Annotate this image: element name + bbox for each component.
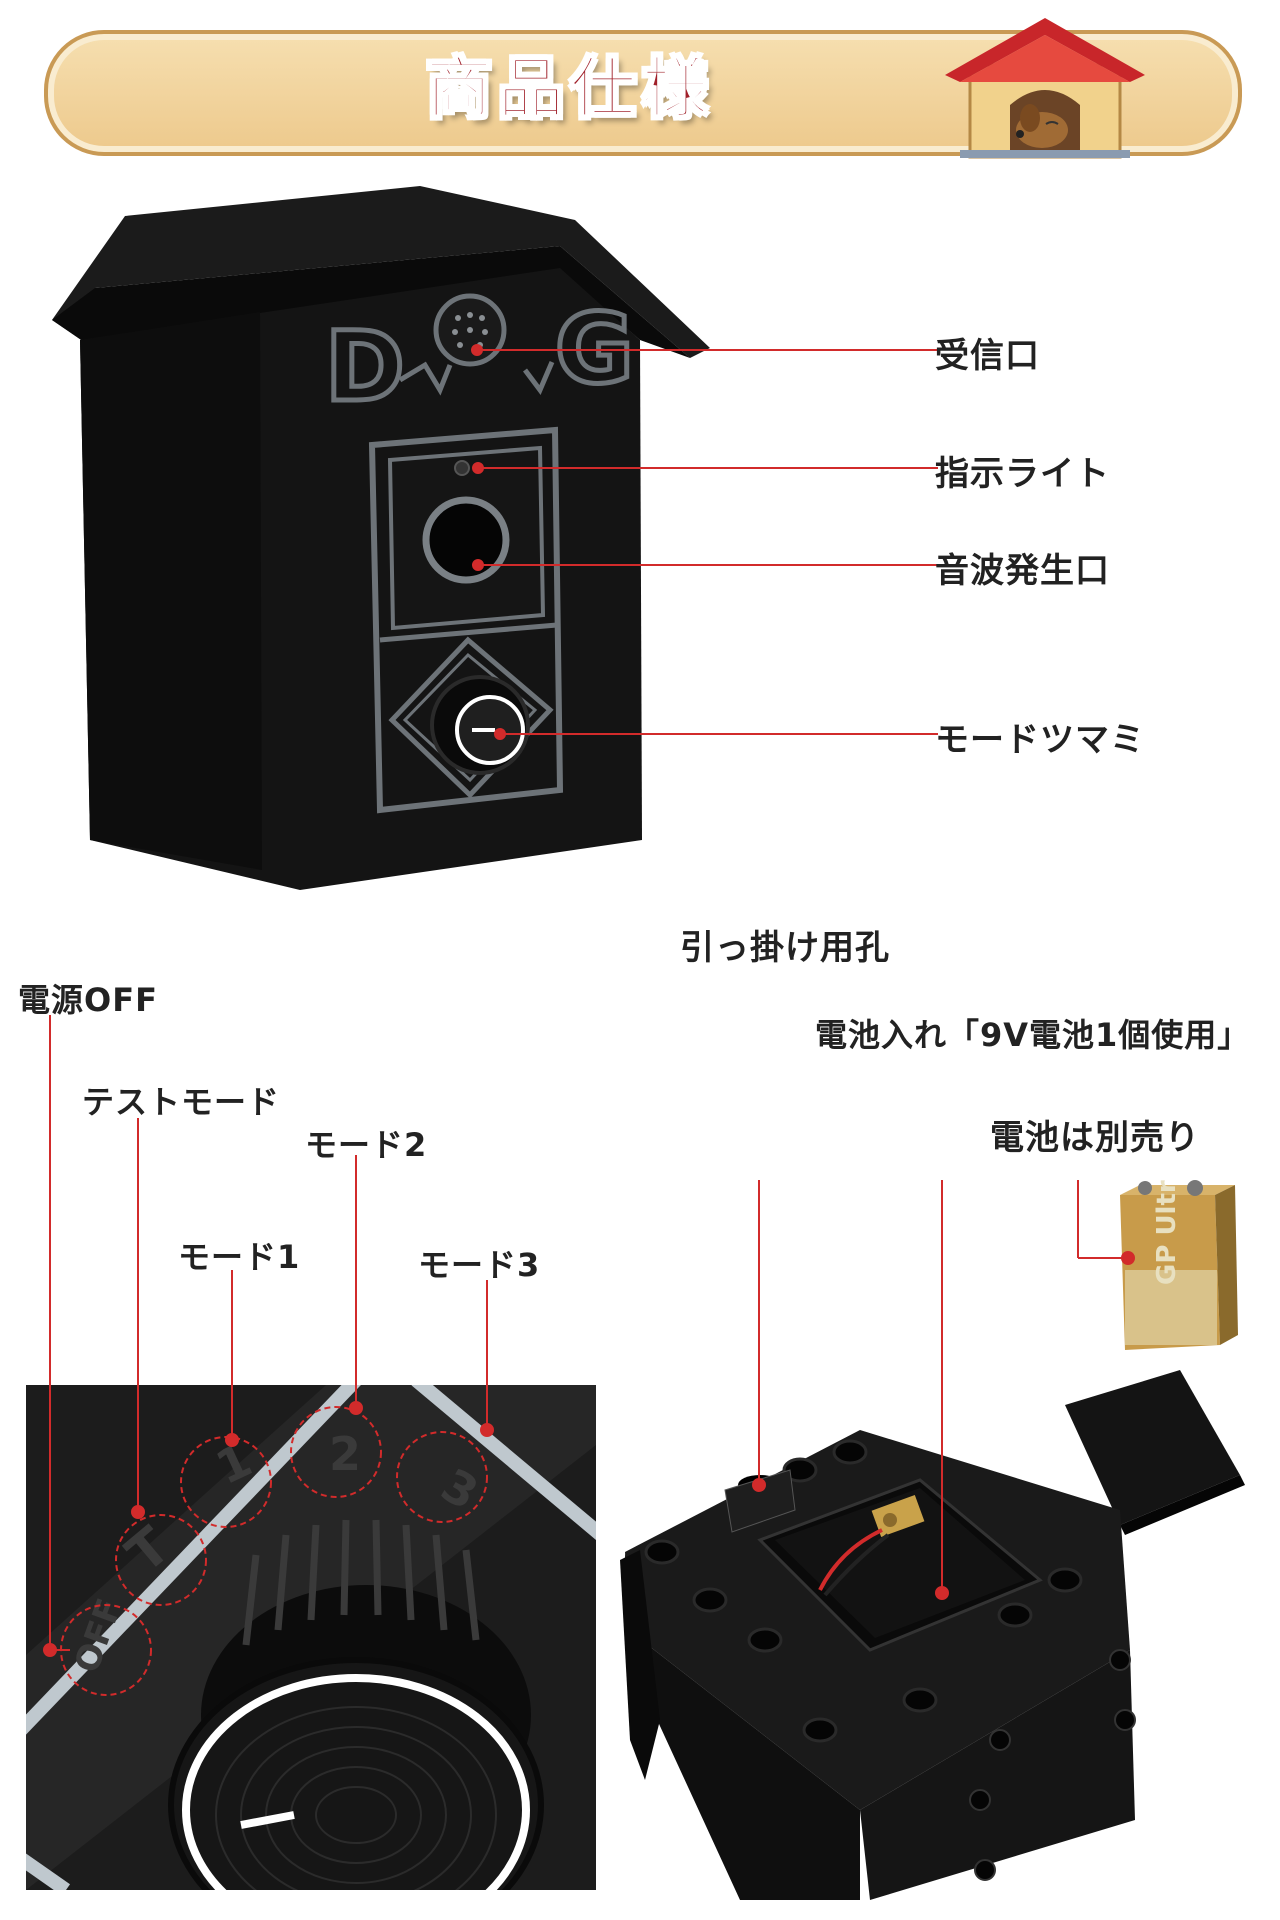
callout-sound-emitter: 音波発生口: [935, 551, 1110, 591]
callout-battery-slot: 電池入れ「9V電池1個使用」: [815, 1016, 1251, 1054]
device-front-section: D G: [0, 150, 1280, 910]
callout-mode1: モード1: [178, 1238, 301, 1276]
battery-9v: GP Ultra: [1120, 1180, 1238, 1350]
callout-power-off: 電源OFF: [18, 981, 158, 1019]
device-back-photo: GP Ultra: [620, 1180, 1260, 1900]
battery-label: GP Ultra: [1152, 1180, 1182, 1285]
callout-mode3: モード3: [418, 1246, 541, 1284]
device-letter-d: D: [325, 311, 405, 423]
callout-hook-hole: 引っ掛け用孔: [680, 928, 890, 968]
callout-mode2: モード2: [305, 1126, 428, 1164]
callout-receiver: 受信口: [935, 336, 1040, 376]
page-title: 商品仕様: [425, 49, 714, 128]
dial-closeup-photo: OFF T 1 2 3: [26, 1385, 596, 1890]
callout-battery-note: 電池は別売り: [990, 1118, 1200, 1158]
callout-test-mode: テストモード: [82, 1083, 281, 1121]
callout-mode-knob: モードツマミ: [935, 720, 1145, 760]
indicator-light: [454, 460, 470, 476]
doghouse-illustration: [930, 10, 1160, 160]
sound-emitter: [422, 496, 510, 584]
callout-indicator-light: 指示ライト: [935, 454, 1110, 494]
dial-mark-2: 2: [329, 1427, 361, 1481]
